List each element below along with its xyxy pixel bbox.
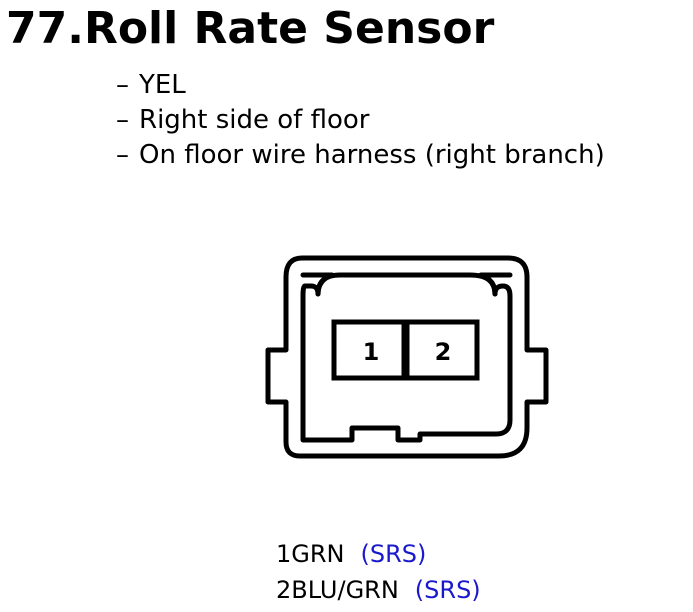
note-location: –Right side of floor	[116, 103, 605, 138]
circuit-label: (SRS)	[360, 540, 427, 568]
pin-assignment-list: 1GRN (SRS) 2BLU/GRN (SRS)	[276, 536, 481, 608]
connector-outer-shell	[265, 255, 549, 459]
pin-wire: 2BLU/GRN	[276, 576, 399, 604]
note-text: On floor wire harness (right branch)	[139, 140, 605, 170]
pin-wire: 1GRN	[276, 540, 345, 568]
connector-latch-left	[315, 272, 498, 297]
note-dash: –	[116, 140, 129, 170]
note-text: YEL	[139, 70, 186, 100]
notes-list: –YEL –Right side of floor –On floor wire…	[116, 68, 605, 173]
note-dash: –	[116, 105, 129, 135]
pin-assignment-row: 1GRN (SRS)	[276, 536, 481, 572]
pin-label-2: 2	[435, 338, 452, 366]
page-title: 77.Roll Rate Sensor	[6, 3, 495, 54]
pin-label-1: 1	[363, 338, 380, 366]
note-harness: –On floor wire harness (right branch)	[116, 138, 605, 173]
pin-cavity-2	[404, 319, 480, 381]
note-text: Right side of floor	[139, 105, 370, 135]
circuit-label: (SRS)	[414, 576, 481, 604]
note-color: –YEL	[116, 68, 605, 103]
note-dash: –	[116, 70, 129, 100]
pin-assignment-row: 2BLU/GRN (SRS)	[276, 572, 481, 608]
pin-cavity-1	[331, 319, 407, 381]
